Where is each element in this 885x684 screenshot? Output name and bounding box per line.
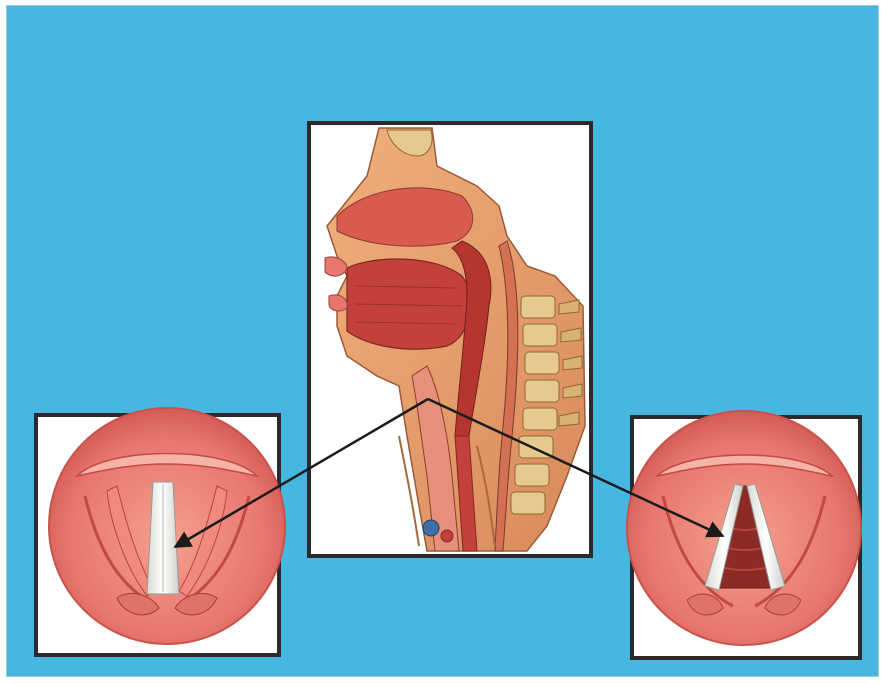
diagram-canvas [6, 5, 879, 677]
figure-svg [7, 6, 878, 676]
thyroid-vessel-2 [441, 530, 453, 542]
head-neck-sagittal-panel [309, 123, 591, 556]
thyroid-vessel [423, 520, 439, 536]
vocal-folds-closed-panel [36, 408, 285, 655]
vocal-folds-open-panel [627, 411, 861, 658]
